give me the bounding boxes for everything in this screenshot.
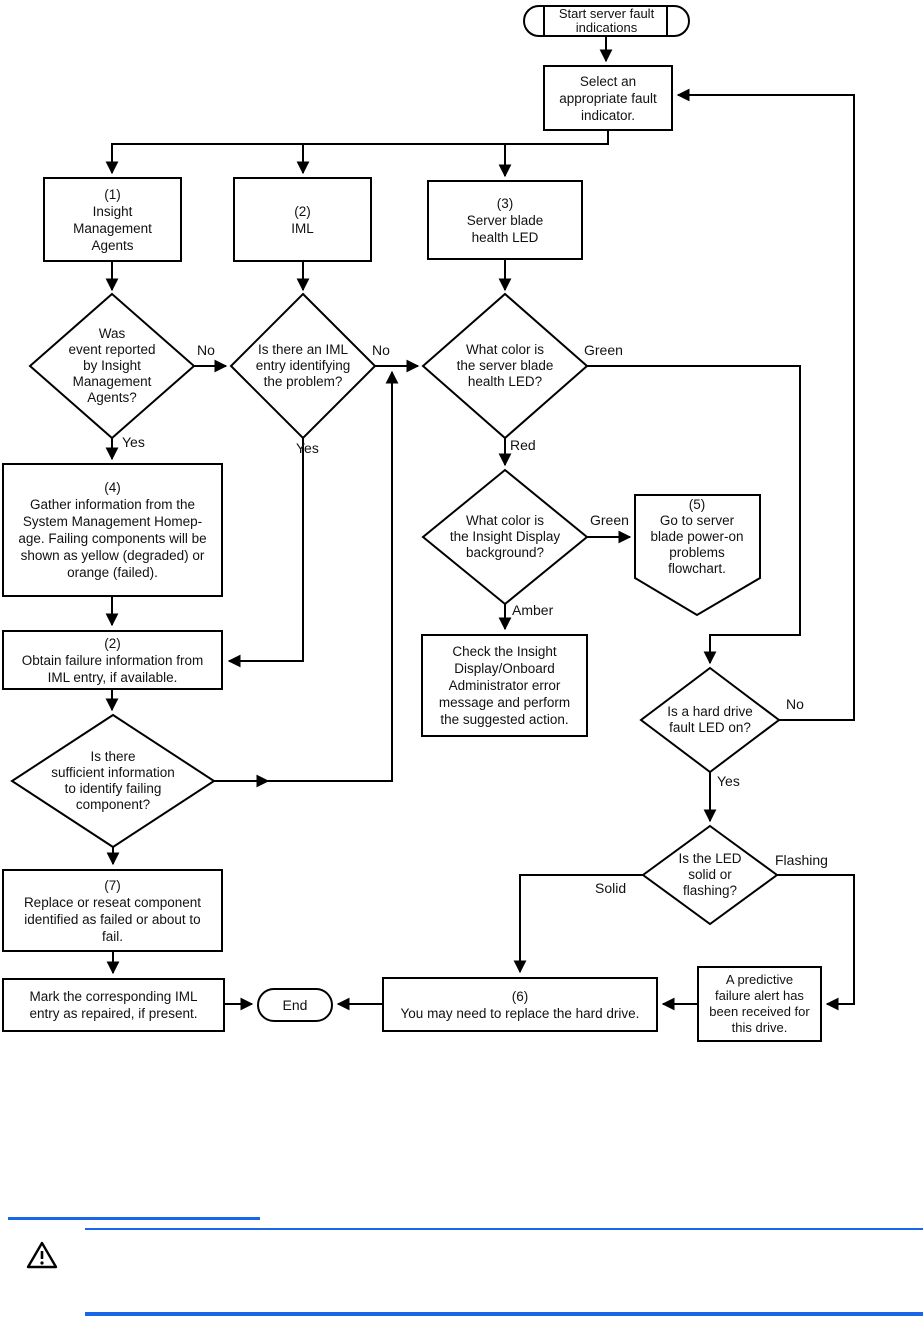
process-box4-gather-info: (4) Gather information from the System M… (2, 463, 223, 597)
decision-d2-shape (229, 292, 377, 440)
warning-icon (26, 1241, 58, 1269)
connector-select-box1 (105, 131, 609, 175)
footer-rule-thin (85, 1228, 923, 1230)
offpage-connector-box5-shape (634, 494, 761, 617)
edge-label-d2-no: No (372, 342, 390, 358)
process-predictive-failure-alert: A predictive failure alert has been rece… (697, 966, 822, 1042)
decision-d6-shape (639, 666, 781, 774)
process-box7-replace-reseat: (7) Replace or reseat component identifi… (2, 869, 223, 952)
connector-d6-no-select (676, 88, 855, 721)
decision-d5-shape (421, 468, 589, 606)
footer-rule-short (8, 1217, 260, 1220)
process-box1-insight-agents: (1) Insight Management Agents (43, 177, 182, 262)
edge-label-d5-green: Green (590, 512, 629, 528)
edge-label-d2-yes: Yes (296, 440, 319, 456)
connector-d7-flashing-predictive (777, 874, 855, 1011)
decision-d4-shape (10, 713, 216, 849)
decision-d4-label: Is there sufficient information to ident… (51, 749, 175, 812)
connector-d4-no-up (266, 370, 399, 782)
decision-d3-label: What color is the server blade health LE… (456, 342, 554, 389)
process-check-insight-display: Check the Insight Display/Onboard Admini… (421, 634, 588, 737)
process-select-indicator: Select an appropriate fault indicator. (543, 65, 673, 131)
process-box3-health-led: (3) Server blade health LED (427, 180, 583, 260)
terminator-end: End (257, 988, 333, 1022)
edge-label-d7-solid: Solid (595, 880, 627, 896)
edge-label-d5-amber: Amber (512, 602, 554, 618)
edge-label-d1-yes: Yes (122, 434, 145, 450)
decision-d1-label: Was event reported by Insight Management… (68, 326, 156, 405)
terminator-start-inner-rect (543, 5, 668, 37)
process-box2-iml: (2) IML (233, 177, 372, 262)
terminator-start: Start server fault indications (523, 5, 690, 37)
decision-d5-label: What color is the Insight Display backgr… (449, 513, 561, 560)
process-box6-replace-hard-drive: (6) You may need to replace the hard dri… (382, 977, 658, 1032)
connector-d7-solid-box6 (513, 874, 643, 974)
terminator-end-label: End (282, 997, 308, 1013)
edge-label-d7-flashing: Flashing (775, 852, 828, 868)
terminator-start-label: Start server fault indications (558, 6, 655, 35)
offpage-connector-box5-label: (5) Go to server blade power-on problems… (650, 497, 744, 576)
edge-label-d6-no: No (786, 696, 804, 712)
decision-d3-shape (421, 292, 589, 440)
process-mark-iml-repaired: Mark the corresponding IML entry as repa… (2, 978, 225, 1032)
decision-d2-label: Is there an IML entry identifying the pr… (255, 342, 351, 389)
edge-label-d3-green: Green (584, 342, 623, 358)
process-box2b-obtain-failure-info: (2) Obtain failure information from IML … (2, 630, 223, 690)
connector-d2-yes-box2b (227, 438, 304, 668)
decision-d7-label: Is the LED solid or flashing? (678, 851, 742, 898)
connector-d3-green-d6 (587, 365, 801, 665)
edge-label-d6-yes: Yes (717, 773, 740, 789)
decision-d7-shape (641, 824, 779, 926)
decision-d6-label: Is a hard drive fault LED on? (667, 704, 753, 735)
edge-label-d1-no: No (197, 342, 215, 358)
edge-label-d3-red: Red (510, 437, 536, 453)
decision-d1-shape (28, 292, 196, 440)
footer-rule-thick (85, 1312, 923, 1316)
